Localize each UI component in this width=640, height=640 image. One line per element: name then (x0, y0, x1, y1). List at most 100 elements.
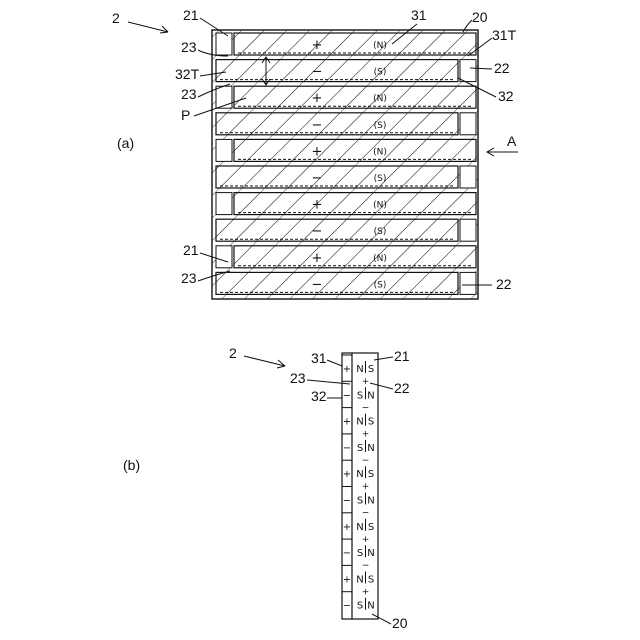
cell-left-pole: S (357, 496, 363, 507)
strip-4: −(S) (216, 113, 476, 135)
strip-body (216, 166, 458, 188)
ref-22-b: 22 (394, 380, 410, 396)
polarity-sign: + (312, 251, 323, 266)
ref-21-b: 21 (394, 348, 410, 364)
strip-9: + (N) (216, 246, 476, 268)
junction-sign: + (362, 430, 370, 440)
pad-21 (216, 86, 232, 108)
strip-body (216, 113, 458, 135)
cell-left-pole: N (356, 574, 363, 585)
cell-right-pole: N (367, 601, 374, 612)
strip-1: + (N) (216, 33, 476, 55)
pad-22 (460, 272, 476, 294)
cell-right-pole: S (368, 469, 374, 480)
ref-20: 20 (472, 9, 488, 25)
strip-2: − (S) (216, 60, 476, 82)
terminal-sign: − (343, 601, 351, 612)
polarity-sign: − (312, 277, 323, 292)
pad-21 (216, 139, 232, 161)
arrowhead-2 (160, 26, 168, 33)
strip-body (234, 139, 476, 161)
cell-left-pole: S (357, 443, 363, 454)
terminal-sign: + (343, 417, 351, 428)
strip-5: +(N) (216, 139, 476, 161)
pole-label: (N) (373, 41, 387, 51)
leader-31-b (327, 360, 342, 366)
polarity-sign: + (312, 38, 323, 53)
terminal-sign: − (343, 443, 351, 454)
pole-label: (S) (374, 280, 387, 290)
terminal-sign: − (343, 548, 351, 559)
cell-right-pole: S (368, 417, 374, 428)
ref-2: 2 (112, 10, 120, 26)
cell-left-pole: S (357, 601, 363, 612)
pad-21 (216, 33, 232, 55)
junction-sign: + (362, 482, 370, 492)
cell-left-pole: S (357, 390, 363, 401)
strip-body (216, 219, 458, 241)
pole-label: (S) (374, 121, 387, 131)
polarity-sign: − (312, 65, 323, 80)
ref-21-bottom: 21 (183, 242, 199, 258)
pad-22 (460, 113, 476, 135)
ref-31T: 31T (492, 27, 517, 43)
strip-10: − (S) (216, 272, 476, 294)
label-b: (b) (123, 457, 140, 473)
strip-body (216, 60, 458, 82)
junction-sign: + (362, 535, 370, 545)
pole-label: (N) (373, 254, 387, 264)
strip-6: − (S) (216, 166, 476, 188)
polarity-sign: − (312, 171, 323, 186)
pole-label: (S) (374, 68, 387, 78)
ref-32-b: 32 (311, 388, 327, 404)
junction-sign: − (362, 561, 370, 571)
ref-32T: 32T (175, 66, 200, 82)
ref-23-3: 23 (181, 270, 197, 286)
figure-a: +(N)−(S)+(N)−(S)+(N)−(S)+(N)−(S)+(N)−(S)… (112, 7, 518, 299)
cell-right-pole: N (367, 390, 374, 401)
cell-left-pole: N (356, 469, 363, 480)
pole-label: (N) (373, 94, 387, 104)
cell-left-pole: N (356, 522, 363, 533)
strip-8: − (S) (216, 219, 476, 241)
polarity-sign: + (312, 198, 323, 213)
strip-7: + (N) (216, 193, 476, 215)
cell-right-pole: N (367, 443, 374, 454)
pole-label: (N) (373, 201, 387, 211)
cell-right-pole: N (367, 496, 374, 507)
pole-label: (S) (374, 174, 387, 184)
pad-22 (460, 166, 476, 188)
ref-22-top: 22 (494, 60, 510, 76)
strip-body (234, 246, 476, 268)
ref-20-b: 20 (392, 615, 408, 631)
leader-2 (128, 22, 168, 32)
pole-label: (S) (374, 227, 387, 237)
cell-left-pole: S (357, 548, 363, 559)
ref-2-b: 2 (229, 345, 237, 361)
ref-23-1: 23 (181, 39, 197, 55)
polarity-sign: + (312, 91, 323, 106)
pole-label: (N) (373, 147, 387, 157)
strip-body (234, 86, 476, 108)
junction-sign: − (362, 403, 370, 413)
ref-22-bottom: 22 (496, 276, 512, 292)
figure-b: +NS+−SN−+NS+−SN−+NS+−SN−+NS+−SN−+NS+−SN … (123, 345, 410, 631)
strip-body (234, 33, 476, 55)
pad-22 (460, 219, 476, 241)
strip-body (216, 272, 458, 294)
cell-right-pole: S (368, 574, 374, 585)
terminal-sign: + (343, 469, 351, 480)
ref-P: P (181, 107, 190, 123)
terminal-sign: − (343, 496, 351, 507)
strip-body (234, 193, 476, 215)
cell-right-pole: N (367, 548, 374, 559)
strip-3: + (N) (216, 86, 476, 108)
polarity-sign: − (312, 224, 323, 239)
junction-sign: + (362, 377, 370, 387)
cell-right-pole: S (368, 364, 374, 375)
terminal-sign: + (343, 574, 351, 585)
terminal-sign: + (343, 522, 351, 533)
junction-sign: + (362, 587, 370, 597)
